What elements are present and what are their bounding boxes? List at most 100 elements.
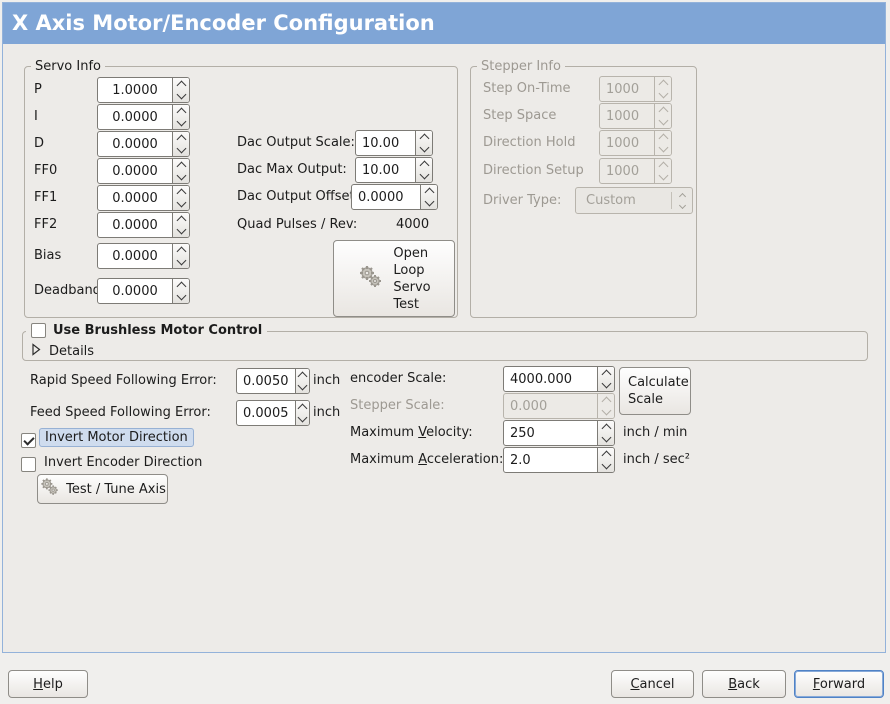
spin-down-icon[interactable] (173, 144, 189, 156)
invert-encoder-direction-checkbox[interactable] (21, 457, 36, 472)
spin-down-icon[interactable] (173, 90, 189, 102)
ff2-input[interactable]: 0.0000 (112, 217, 158, 233)
spin-down-icon[interactable] (598, 433, 614, 445)
spin-buttons (415, 158, 432, 182)
d-input[interactable]: 0.0000 (112, 136, 158, 152)
spin-buttons (172, 159, 189, 183)
ff0-label: FF0 (34, 163, 58, 178)
ff0-input[interactable]: 0.0000 (112, 163, 158, 179)
p-spinbox[interactable]: 1.0000 (97, 77, 190, 103)
test-tune-axis-label: Test / Tune Axis (66, 481, 166, 497)
bias-spinbox[interactable]: 0.0000 (97, 243, 190, 269)
rapid-following-error-label: Rapid Speed Following Error: (30, 373, 217, 388)
stepper-scale-spinbox: 0.000 (503, 393, 615, 419)
spin-down-icon[interactable] (416, 170, 432, 182)
feed-following-error-input[interactable]: 0.0005 (243, 405, 289, 421)
direction-setup-spinbox: 1000 (599, 158, 672, 184)
spin-down-icon[interactable] (173, 198, 189, 210)
p-input[interactable]: 1.0000 (112, 82, 158, 98)
feed-following-error-label: Feed Speed Following Error: (30, 405, 211, 420)
driver-type-combobox: Custom (575, 187, 693, 214)
spin-down-icon[interactable] (416, 143, 432, 155)
step-space-input: 1000 (606, 108, 640, 124)
invert-motor-direction-checkbox[interactable] (21, 433, 36, 448)
spin-down-icon[interactable] (598, 379, 614, 391)
maximum-velocity-label: Maximum Velocity: (350, 425, 473, 440)
maximum-acceleration-label: Maximum Acceleration: (350, 452, 504, 467)
encoder-scale-input[interactable]: 4000.000 (510, 371, 573, 387)
spin-down-icon[interactable] (296, 413, 310, 425)
open-loop-line: Loop (393, 262, 425, 278)
details-label: Details (49, 344, 95, 359)
feed-following-error-spinbox[interactable]: 0.0005 (236, 400, 310, 426)
spin-up-icon[interactable] (296, 401, 310, 413)
dac-max-output-input[interactable]: 10.00 (362, 162, 400, 178)
forward-label: Forward (812, 676, 866, 692)
spin-down-icon[interactable] (173, 225, 189, 237)
rapid-following-error-spinbox[interactable]: 0.0050 (236, 368, 310, 394)
deadband-spinbox[interactable]: 0.0000 (97, 278, 190, 304)
expander-triangle-icon[interactable] (30, 343, 42, 360)
d-spinbox[interactable]: 0.0000 (97, 131, 190, 157)
i-spinbox[interactable]: 0.0000 (97, 104, 190, 130)
spin-buttons (172, 186, 189, 210)
combo-separator (671, 192, 672, 209)
use-brushless-label: Use Brushless Motor Control (53, 323, 263, 338)
spin-down-icon[interactable] (173, 117, 189, 129)
spin-down-icon[interactable] (173, 171, 189, 183)
dac-output-offset-spinbox[interactable]: 0.0000 (351, 184, 438, 210)
spin-up-icon[interactable] (296, 369, 310, 381)
ff2-spinbox[interactable]: 0.0000 (97, 212, 190, 238)
open-loop-servo-test-button[interactable]: Open Loop Servo Test (333, 240, 455, 317)
test-tune-axis-button[interactable]: Test / Tune Axis (37, 474, 168, 504)
encoder-scale-spinbox[interactable]: 4000.000 (503, 366, 615, 392)
ff0-spinbox[interactable]: 0.0000 (97, 158, 190, 184)
feed-following-error-unit: inch (313, 405, 341, 420)
spin-down-icon[interactable] (296, 381, 310, 393)
ff1-input[interactable]: 0.0000 (112, 190, 158, 206)
spin-buttons (654, 104, 671, 128)
back-button[interactable]: Back (702, 670, 786, 698)
spin-buttons (172, 213, 189, 237)
spin-down-icon[interactable] (173, 256, 189, 268)
i-input[interactable]: 0.0000 (112, 109, 158, 125)
maximum-velocity-input[interactable]: 250 (510, 425, 535, 441)
maximum-acceleration-spinbox[interactable]: 2.0 (503, 447, 615, 473)
open-loop-line: Test (393, 296, 419, 312)
spin-down-icon[interactable] (598, 460, 614, 472)
open-loop-line: Servo (393, 279, 431, 295)
ff1-label: FF1 (34, 190, 58, 205)
forward-button[interactable]: Forward (794, 670, 884, 698)
spin-down-icon (598, 406, 614, 418)
help-label: Help (33, 676, 63, 692)
rapid-following-error-input[interactable]: 0.0050 (243, 373, 289, 389)
calculate-scale-button[interactable]: Calculate Scale (619, 367, 691, 415)
bias-label: Bias (34, 248, 62, 263)
dac-max-output-spinbox[interactable]: 10.00 (355, 157, 433, 183)
spin-down-icon[interactable] (173, 291, 189, 303)
details-expander[interactable]: Details (30, 343, 94, 360)
spin-down-icon[interactable] (421, 197, 437, 209)
maximum-acceleration-input[interactable]: 2.0 (510, 452, 531, 468)
gears-icon (357, 263, 385, 295)
dac-output-scale-spinbox[interactable]: 10.00 (355, 130, 433, 156)
invert-motor-direction-label-box[interactable]: Invert Motor Direction (39, 428, 194, 447)
dac-output-scale-input[interactable]: 10.00 (362, 135, 400, 151)
quad-pulses-label: Quad Pulses / Rev: (237, 217, 358, 232)
bias-input[interactable]: 0.0000 (112, 248, 158, 264)
step-space-spinbox: 1000 (599, 103, 672, 129)
ff1-spinbox[interactable]: 0.0000 (97, 185, 190, 211)
encoder-scale-label: encoder Scale: (350, 371, 447, 386)
d-label: D (34, 136, 45, 151)
cancel-button[interactable]: Cancel (611, 670, 694, 698)
use-brushless-checkbox[interactable] (31, 323, 46, 338)
spin-buttons (597, 421, 614, 445)
i-label: I (34, 109, 38, 124)
spin-buttons (597, 448, 614, 472)
help-button[interactable]: Help (8, 670, 88, 698)
maximum-velocity-spinbox[interactable]: 250 (503, 420, 615, 446)
deadband-input[interactable]: 0.0000 (112, 283, 158, 299)
direction-setup-label: Direction Setup (483, 163, 584, 178)
spin-buttons (597, 394, 614, 418)
dac-output-offset-input[interactable]: 0.0000 (358, 189, 404, 205)
